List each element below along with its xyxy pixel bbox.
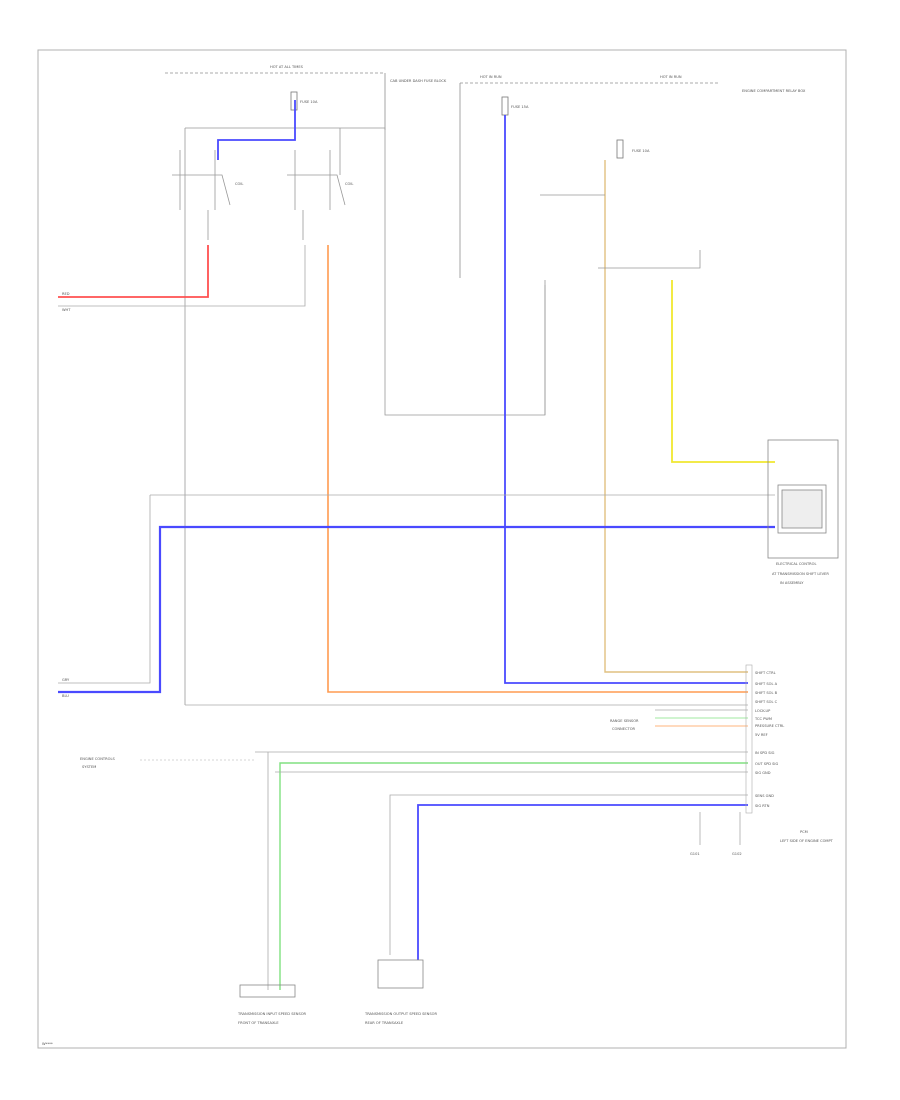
fuse-1	[290, 91, 298, 111]
yellow-wire	[671, 280, 775, 463]
control-unit-sub: IN ASSEMBLY	[780, 581, 804, 585]
page-ref: W****	[42, 1042, 53, 1046]
ground-1-label: G101	[690, 852, 700, 856]
wht-wire-label: WHT	[62, 308, 71, 312]
pcm-connector	[745, 664, 753, 814]
pcm-pin-3: SHIFT SOL B	[755, 691, 778, 695]
relay-2-label: COIL	[345, 182, 353, 186]
fuse-block-label: CAB UNDER DASH FUSE BLOCK	[390, 79, 447, 83]
hot-label-3: HOT IN RUN	[660, 75, 682, 79]
hot-label-2: HOT IN RUN	[480, 75, 502, 79]
fuses	[290, 91, 624, 159]
pcm-pin-list: SHIFT CTRL SHIFT SOL A SHIFT SOL B SHIFT…	[754, 671, 784, 808]
gray-wire-left	[58, 245, 306, 307]
control-unit	[767, 439, 839, 559]
red-wire-label: RED	[62, 292, 70, 296]
pcm-pin-11: SIG RTN	[755, 804, 770, 808]
gray-branch-2	[598, 250, 701, 269]
pcm-pin-6: TCC PWM	[754, 717, 772, 721]
pcm-pin-9: SIG GND	[755, 771, 771, 775]
pcm-pin-7: IN SPD SIG	[755, 751, 775, 755]
input-sensor-desc: FRONT OF TRANSAXLE	[238, 1021, 279, 1025]
tan-wire	[604, 160, 748, 673]
blue-wire-main	[58, 525, 775, 694]
power-feeds	[165, 72, 720, 278]
fuse-2-label: FUSE 15A	[511, 105, 529, 109]
hot-label-1: HOT AT ALL TIMES	[270, 65, 304, 69]
relay-1-label: COIL	[235, 182, 243, 186]
engine-ctrl-label-2: SYSTEM	[82, 765, 96, 769]
pcm-pin-12: 5V REF	[755, 733, 768, 737]
pcm-wires	[255, 709, 748, 990]
output-sensor-label: TRANSMISSION OUTPUT SPEED SENSOR	[364, 1012, 437, 1016]
output-sensor-desc: REAR OF TRANSAXLE	[365, 1021, 404, 1025]
input-speed-sensor	[239, 984, 296, 998]
pcm-label: PCM	[800, 830, 808, 834]
fuse-2	[501, 96, 509, 116]
blue-wire-top	[217, 100, 296, 160]
pcm-pin-5: LOCK-UP	[755, 709, 771, 713]
pcm-pin-1: SHIFT CTRL	[755, 671, 776, 675]
control-unit-label: ELECTRICAL CONTROL	[776, 562, 816, 566]
pcm-desc: LEFT SIDE OF ENGINE COMPT	[780, 839, 834, 843]
pcm-pin-4: SHIFT SOL C	[755, 700, 778, 704]
ground-2-label: G102	[732, 852, 742, 856]
blue-wire-center	[504, 115, 748, 684]
control-unit-desc: AT TRANSMISSION SHIFT LEVER	[772, 572, 829, 576]
fuse-3-label: FUSE 10A	[632, 149, 650, 153]
diagram-frame	[37, 49, 847, 1049]
relay-box	[172, 127, 546, 705]
junction-label: ENGINE COMPARTMENT RELAY BOX	[742, 89, 806, 93]
feed-labels: HOT AT ALL TIMES HOT IN RUN HOT IN RUN C…	[270, 65, 806, 93]
range-sensor-label-2: CONNECTOR	[612, 727, 636, 731]
orange-wire	[327, 245, 748, 693]
pcm-pin-8: OUT SPD SIG	[755, 762, 778, 766]
pcm-pin-10: SENS GND	[755, 794, 774, 798]
gray-wire-h2	[58, 495, 151, 684]
fuse-1-label: FUSE 10A	[300, 100, 318, 104]
fuse-3	[616, 139, 624, 159]
red-wire	[58, 245, 209, 298]
blu-wire-label: BLU	[62, 694, 69, 698]
output-speed-sensor	[377, 959, 424, 989]
input-sensor-label: TRANSMISSION INPUT SPEED SENSOR	[237, 1012, 307, 1016]
gry-wire-label: GRY	[62, 678, 70, 682]
pcm-pin-13: PRESSURE CTRL	[755, 724, 784, 728]
pcm-pin-2: SHIFT SOL A	[755, 682, 778, 686]
range-sensor-label: RANGE SENSOR	[610, 719, 639, 723]
engine-ctrl-label: ENGINE CONTROLS	[80, 757, 115, 761]
